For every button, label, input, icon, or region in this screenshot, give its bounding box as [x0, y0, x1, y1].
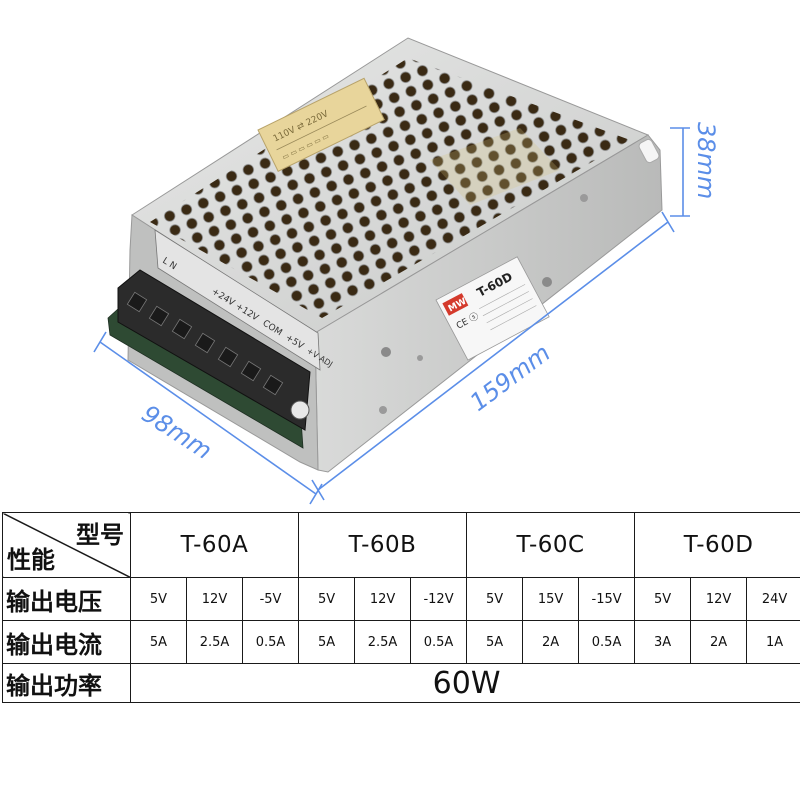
mounting-hole: [638, 138, 660, 164]
terminal-block: [117, 269, 311, 431]
voltage-cell: 12V: [690, 577, 748, 621]
voltage-cell: -15V: [578, 577, 636, 621]
model-header-t60a: T-60A: [129, 512, 300, 578]
voltage-cell: 5V: [298, 577, 356, 621]
current-cell: 0.5A: [578, 620, 636, 664]
row-label-power: 输出功率: [2, 663, 131, 703]
model-header-t60b: T-60B: [298, 512, 468, 578]
current-cell: 1A: [746, 620, 800, 664]
warning-label: 110V ⇄ 220V ▭ ▭ ▭ ▭ ▭ ▭: [257, 77, 385, 173]
voltage-cell: 15V: [522, 577, 580, 621]
current-cell: 2A: [690, 620, 748, 664]
voltage-cell: 12V: [186, 577, 243, 621]
current-cell: 0.5A: [241, 620, 300, 664]
screw-hole: [379, 406, 387, 414]
current-cell: 2.5A: [186, 620, 243, 664]
screw-hole: [580, 194, 588, 202]
current-cell: 2.5A: [354, 620, 412, 664]
voltage-cell: -5V: [241, 577, 300, 621]
dimension-depth: [93, 331, 323, 505]
corner-label-performance: 性能: [7, 546, 55, 574]
corner-cell: 型号 性能: [2, 512, 131, 578]
model-header-t60d: T-60D: [634, 512, 800, 578]
dimension-height: [670, 127, 690, 217]
current-cell: 3A: [634, 620, 692, 664]
current-cell: 5A: [298, 620, 356, 664]
model-header-t60c: T-60C: [466, 512, 636, 578]
spec-table: 型号 性能 T-60A T-60B T-60C T-60D 输出电压 5V 12…: [2, 512, 800, 703]
current-row: 输出电流 5A 2.5A 0.5A 5A 2.5A 0.5A 5A 2A 0.5…: [2, 620, 800, 664]
product-illustration: 110V ⇄ 220V ▭ ▭ ▭ ▭ ▭ ▭ MW T-60D CE ⓢ L …: [93, 37, 720, 505]
row-label-voltage: 输出电压: [2, 577, 131, 621]
reflection-area: [430, 128, 560, 205]
adjust-potentiometer: [290, 400, 310, 420]
chassis-perforation: [150, 58, 630, 318]
voltage-row: 输出电压 5V 12V -5V 5V 12V -12V 5V 15V -15V …: [2, 577, 800, 621]
voltage-cell: -12V: [410, 577, 468, 621]
current-cell: 5A: [130, 620, 187, 664]
screw-hole: [381, 347, 391, 357]
voltage-cell: 12V: [354, 577, 412, 621]
front-panel: [154, 229, 321, 371]
current-cell: 2A: [522, 620, 580, 664]
voltage-cell: 5V: [634, 577, 692, 621]
dimension-depth-label: 98mm: [137, 400, 217, 466]
screw-hole: [417, 355, 423, 361]
current-cell: 5A: [466, 620, 524, 664]
voltage-cell: 5V: [130, 577, 187, 621]
dimension-height-label: 38mm: [692, 122, 720, 199]
voltage-cell: 24V: [746, 577, 800, 621]
current-cell: 0.5A: [410, 620, 468, 664]
header-row: 型号 性能 T-60A T-60B T-60C T-60D: [2, 512, 800, 578]
power-row: 输出功率 60W: [2, 663, 800, 703]
terminal-screws: [126, 291, 284, 396]
power-value: 60W: [129, 663, 800, 703]
voltage-cell: 5V: [466, 577, 524, 621]
row-label-current: 输出电流: [2, 620, 131, 664]
screw-hole: [542, 277, 552, 287]
corner-label-model: 型号: [76, 521, 124, 549]
